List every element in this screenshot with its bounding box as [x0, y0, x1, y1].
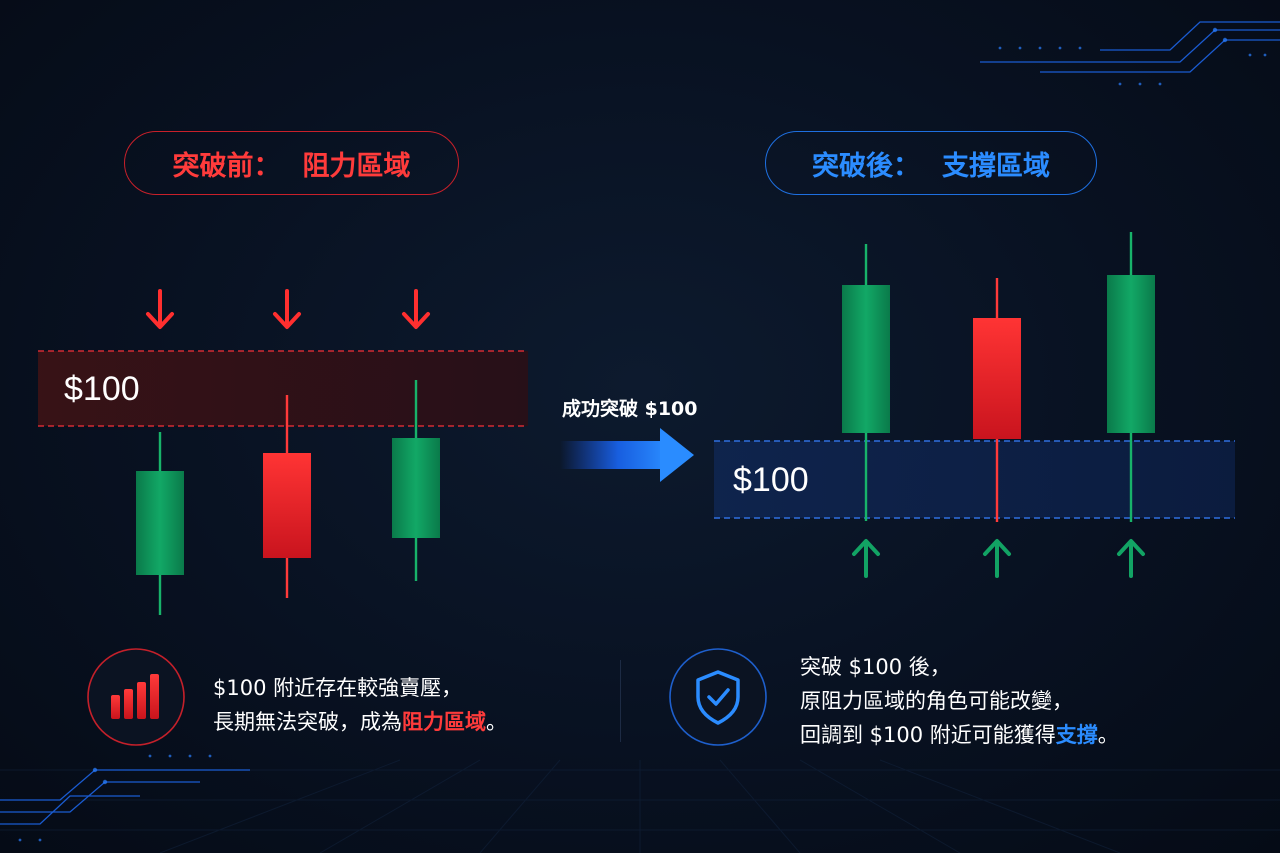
before-title-prefix: 突破前： [172, 150, 281, 182]
resistance-note-line2: 長期無法突破，成為阻力區域。 [213, 710, 507, 734]
support-note-line2: 原阻力區域的角色可能改變， [800, 689, 1073, 713]
down-arrow-icon [146, 289, 174, 329]
up-arrow-icon [1117, 539, 1145, 578]
before-title-pill: 突破前： 阻力區域 [124, 131, 459, 195]
shield-check-icon [669, 648, 767, 746]
up-arrow-icon [852, 539, 880, 578]
notes-divider [620, 660, 621, 742]
after-title-prefix: 突破後： [812, 150, 920, 182]
bar-chart-icon [87, 648, 185, 746]
circuit-decoration-bottom-left [0, 769, 250, 825]
resistance-note: $100 附近存在較強賣壓， 長期無法突破，成為阻力區域。 [213, 671, 507, 739]
support-price-label: $100 [733, 461, 809, 499]
down-arrow-icon [402, 289, 430, 329]
resistance-zone [38, 351, 528, 426]
support-zone [714, 441, 1235, 518]
candle-after-1 [842, 244, 890, 521]
support-note: 突破 $100 後， 原阻力區域的角色可能改變， 回調到 $100 附近可能獲得… [800, 650, 1119, 752]
circuit-dots-bottom-left [18, 754, 212, 842]
support-note-line1: 突破 $100 後， [800, 655, 951, 679]
resistance-price-label: $100 [64, 370, 140, 408]
candle-before-3 [392, 380, 440, 581]
resistance-note-line1: $100 附近存在較強賣壓， [213, 676, 463, 700]
support-highlight: 支撐 [1055, 723, 1098, 747]
arrow-right-icon [560, 428, 694, 482]
candle-after-2 [973, 278, 1021, 522]
after-title-pill: 突破後： 支撐區域 [765, 131, 1097, 195]
resistance-highlight: 阻力區域 [402, 710, 486, 734]
circuit-decoration-top-right [980, 21, 1280, 73]
candle-after-3 [1107, 232, 1155, 522]
background-grid [0, 759, 1280, 853]
candle-before-2 [263, 395, 311, 598]
up-arrow-icon [983, 539, 1011, 578]
circuit-dots-top-right [998, 27, 1267, 86]
support-note-line3: 回調到 $100 附近可能獲得支撐。 [800, 723, 1119, 747]
candle-before-1 [136, 432, 184, 615]
breakout-label: 成功突破 $100 [562, 398, 698, 420]
after-title-main: 支撐區域 [942, 150, 1050, 182]
down-arrow-icon [273, 289, 301, 329]
before-title-main: 阻力區域 [302, 150, 411, 182]
